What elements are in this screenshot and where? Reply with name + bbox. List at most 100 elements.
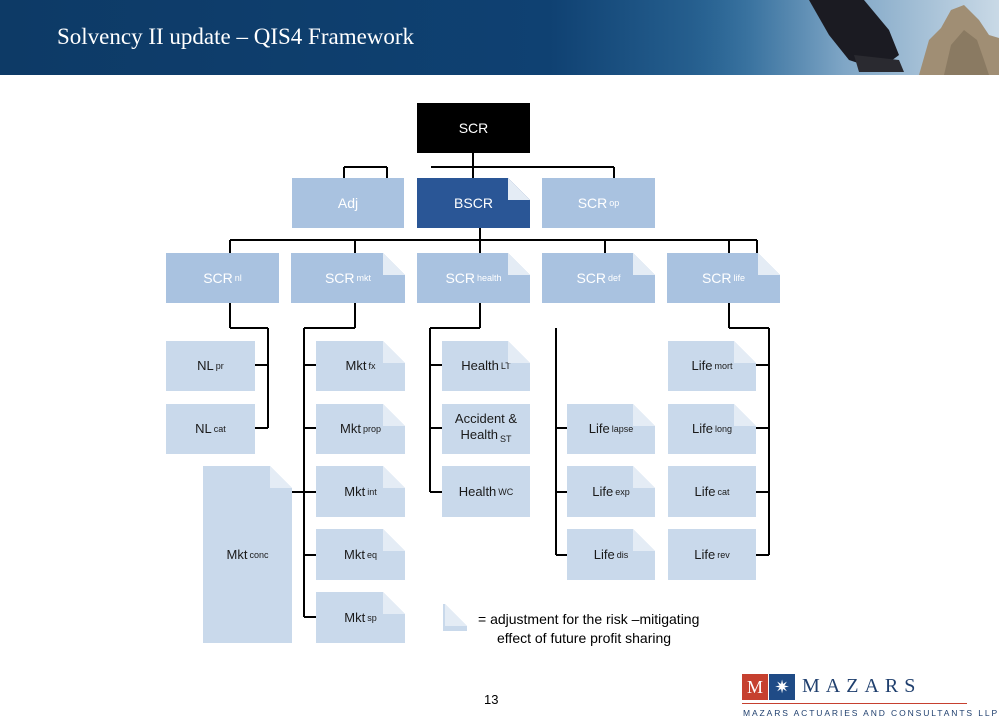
node-health-st-label: Accident & Health: [454, 411, 518, 442]
node-scr-health-label: SCR: [445, 270, 476, 286]
logo-divider: [742, 703, 967, 704]
page-number: 13: [484, 692, 499, 707]
node-scr-op-label: SCR: [577, 195, 608, 211]
legend-fold-icon: [443, 604, 467, 631]
node-life-rev-label: Life: [694, 546, 716, 562]
node-life-long-sub: long: [714, 424, 732, 434]
node-mkt-eq-sub: eq: [366, 549, 377, 560]
profit-sharing-fold-icon: [734, 341, 756, 363]
node-scr-nl-label: SCR: [203, 270, 233, 286]
node-scr-health-sub: health: [477, 273, 502, 283]
profit-sharing-fold-icon: [383, 529, 405, 551]
logo-subtitle: MAZARS ACTUARIES AND CONSULTANTS LLP: [743, 708, 999, 718]
profit-sharing-fold-icon: [734, 404, 756, 426]
node-bscr-label: BSCR: [454, 195, 493, 211]
mazars-logo: M ✷ MAZARS MAZARS ACTUARIES AND CONSULTA…: [742, 674, 997, 722]
profit-sharing-fold-icon: [633, 466, 655, 488]
node-life-mort-label: Life: [691, 358, 713, 373]
node-scr-nl-sub: nl: [234, 273, 242, 283]
profit-sharing-fold-icon: [270, 466, 292, 488]
node-mkt-conc-sub: conc: [249, 549, 269, 560]
node-nl-pr-sub: pr: [215, 361, 224, 371]
node-life-dis-label: Life: [593, 546, 615, 562]
profit-sharing-fold-icon: [445, 604, 467, 626]
node-life-cat-label: Life: [694, 483, 716, 499]
profit-sharing-fold-icon: [383, 253, 405, 275]
node-life-cat-sub: cat: [717, 486, 730, 497]
node-mkt-fx-label: Mkt: [345, 358, 367, 373]
profit-sharing-fold-icon: [508, 341, 530, 363]
slide-title: Solvency II update – QIS4 Framework: [57, 24, 415, 49]
node-scr-op-sub: op: [609, 198, 620, 208]
node-health-wc-sub: WC: [498, 486, 514, 497]
node-mkt-prop-sub: prop: [362, 424, 381, 434]
node-life-exp-label: Life: [592, 483, 614, 499]
profit-sharing-fold-icon: [633, 404, 655, 426]
node-life-lapse-label: Life: [588, 421, 610, 436]
node-scr: SCR: [417, 103, 530, 153]
profit-sharing-fold-icon: [633, 529, 655, 551]
node-health-wc-label: Health: [458, 483, 497, 499]
legend-line-1: = adjustment for the risk –mitigating: [478, 611, 700, 627]
profit-sharing-fold-icon: [383, 592, 405, 614]
node-scr-def-sub: def: [608, 273, 621, 283]
node-mkt-prop-label: Mkt: [340, 421, 361, 436]
node-health-lt-label: Health: [461, 358, 499, 373]
legend: = adjustment for the risk –mitigating ef…: [478, 610, 699, 648]
node-health-lt-sub: LT: [500, 361, 511, 371]
logo-wordmark: MAZARS: [802, 675, 922, 697]
node-mkt-conc-label: Mkt: [226, 546, 248, 562]
node-life-mort-sub: mort: [714, 361, 733, 371]
node-mkt-int-sub: int: [367, 486, 377, 497]
node-health-st-sub: ST: [500, 434, 512, 444]
node-nl-cat-sub: cat: [213, 424, 226, 434]
node-life-lapse-sub: lapse: [611, 424, 634, 434]
node-mkt-eq-label: Mkt: [344, 546, 365, 562]
star-icon: ✷: [769, 674, 795, 700]
node-life-exp-sub: exp: [615, 486, 630, 497]
node-mkt-int-label: Mkt: [344, 483, 366, 499]
slide-header: Solvency II update – QIS4 Framework: [0, 0, 999, 75]
node-mkt-fx-sub: fx: [368, 361, 376, 371]
node-mkt-sp-sub: sp: [367, 612, 377, 623]
node-mkt-sp-label: Mkt: [344, 609, 366, 625]
profit-sharing-fold-icon: [508, 253, 530, 275]
node-scr-mkt-label: SCR: [324, 270, 355, 286]
node-scr-def-label: SCR: [576, 270, 607, 286]
logo-m-mark: M: [742, 674, 768, 700]
node-nl-pr-label: NL: [197, 358, 214, 373]
node-bscr: BSCR: [417, 178, 530, 228]
node-scr-label: SCR: [458, 120, 489, 136]
profit-sharing-fold-icon: [758, 253, 780, 275]
profit-sharing-fold-icon: [383, 341, 405, 363]
profit-sharing-fold-icon: [383, 404, 405, 426]
node-nl-cat-label: NL: [195, 421, 212, 436]
profit-sharing-fold-icon: [508, 178, 530, 200]
node-scr-life-sub: life: [733, 273, 746, 283]
header-photo-image: [689, 0, 999, 75]
